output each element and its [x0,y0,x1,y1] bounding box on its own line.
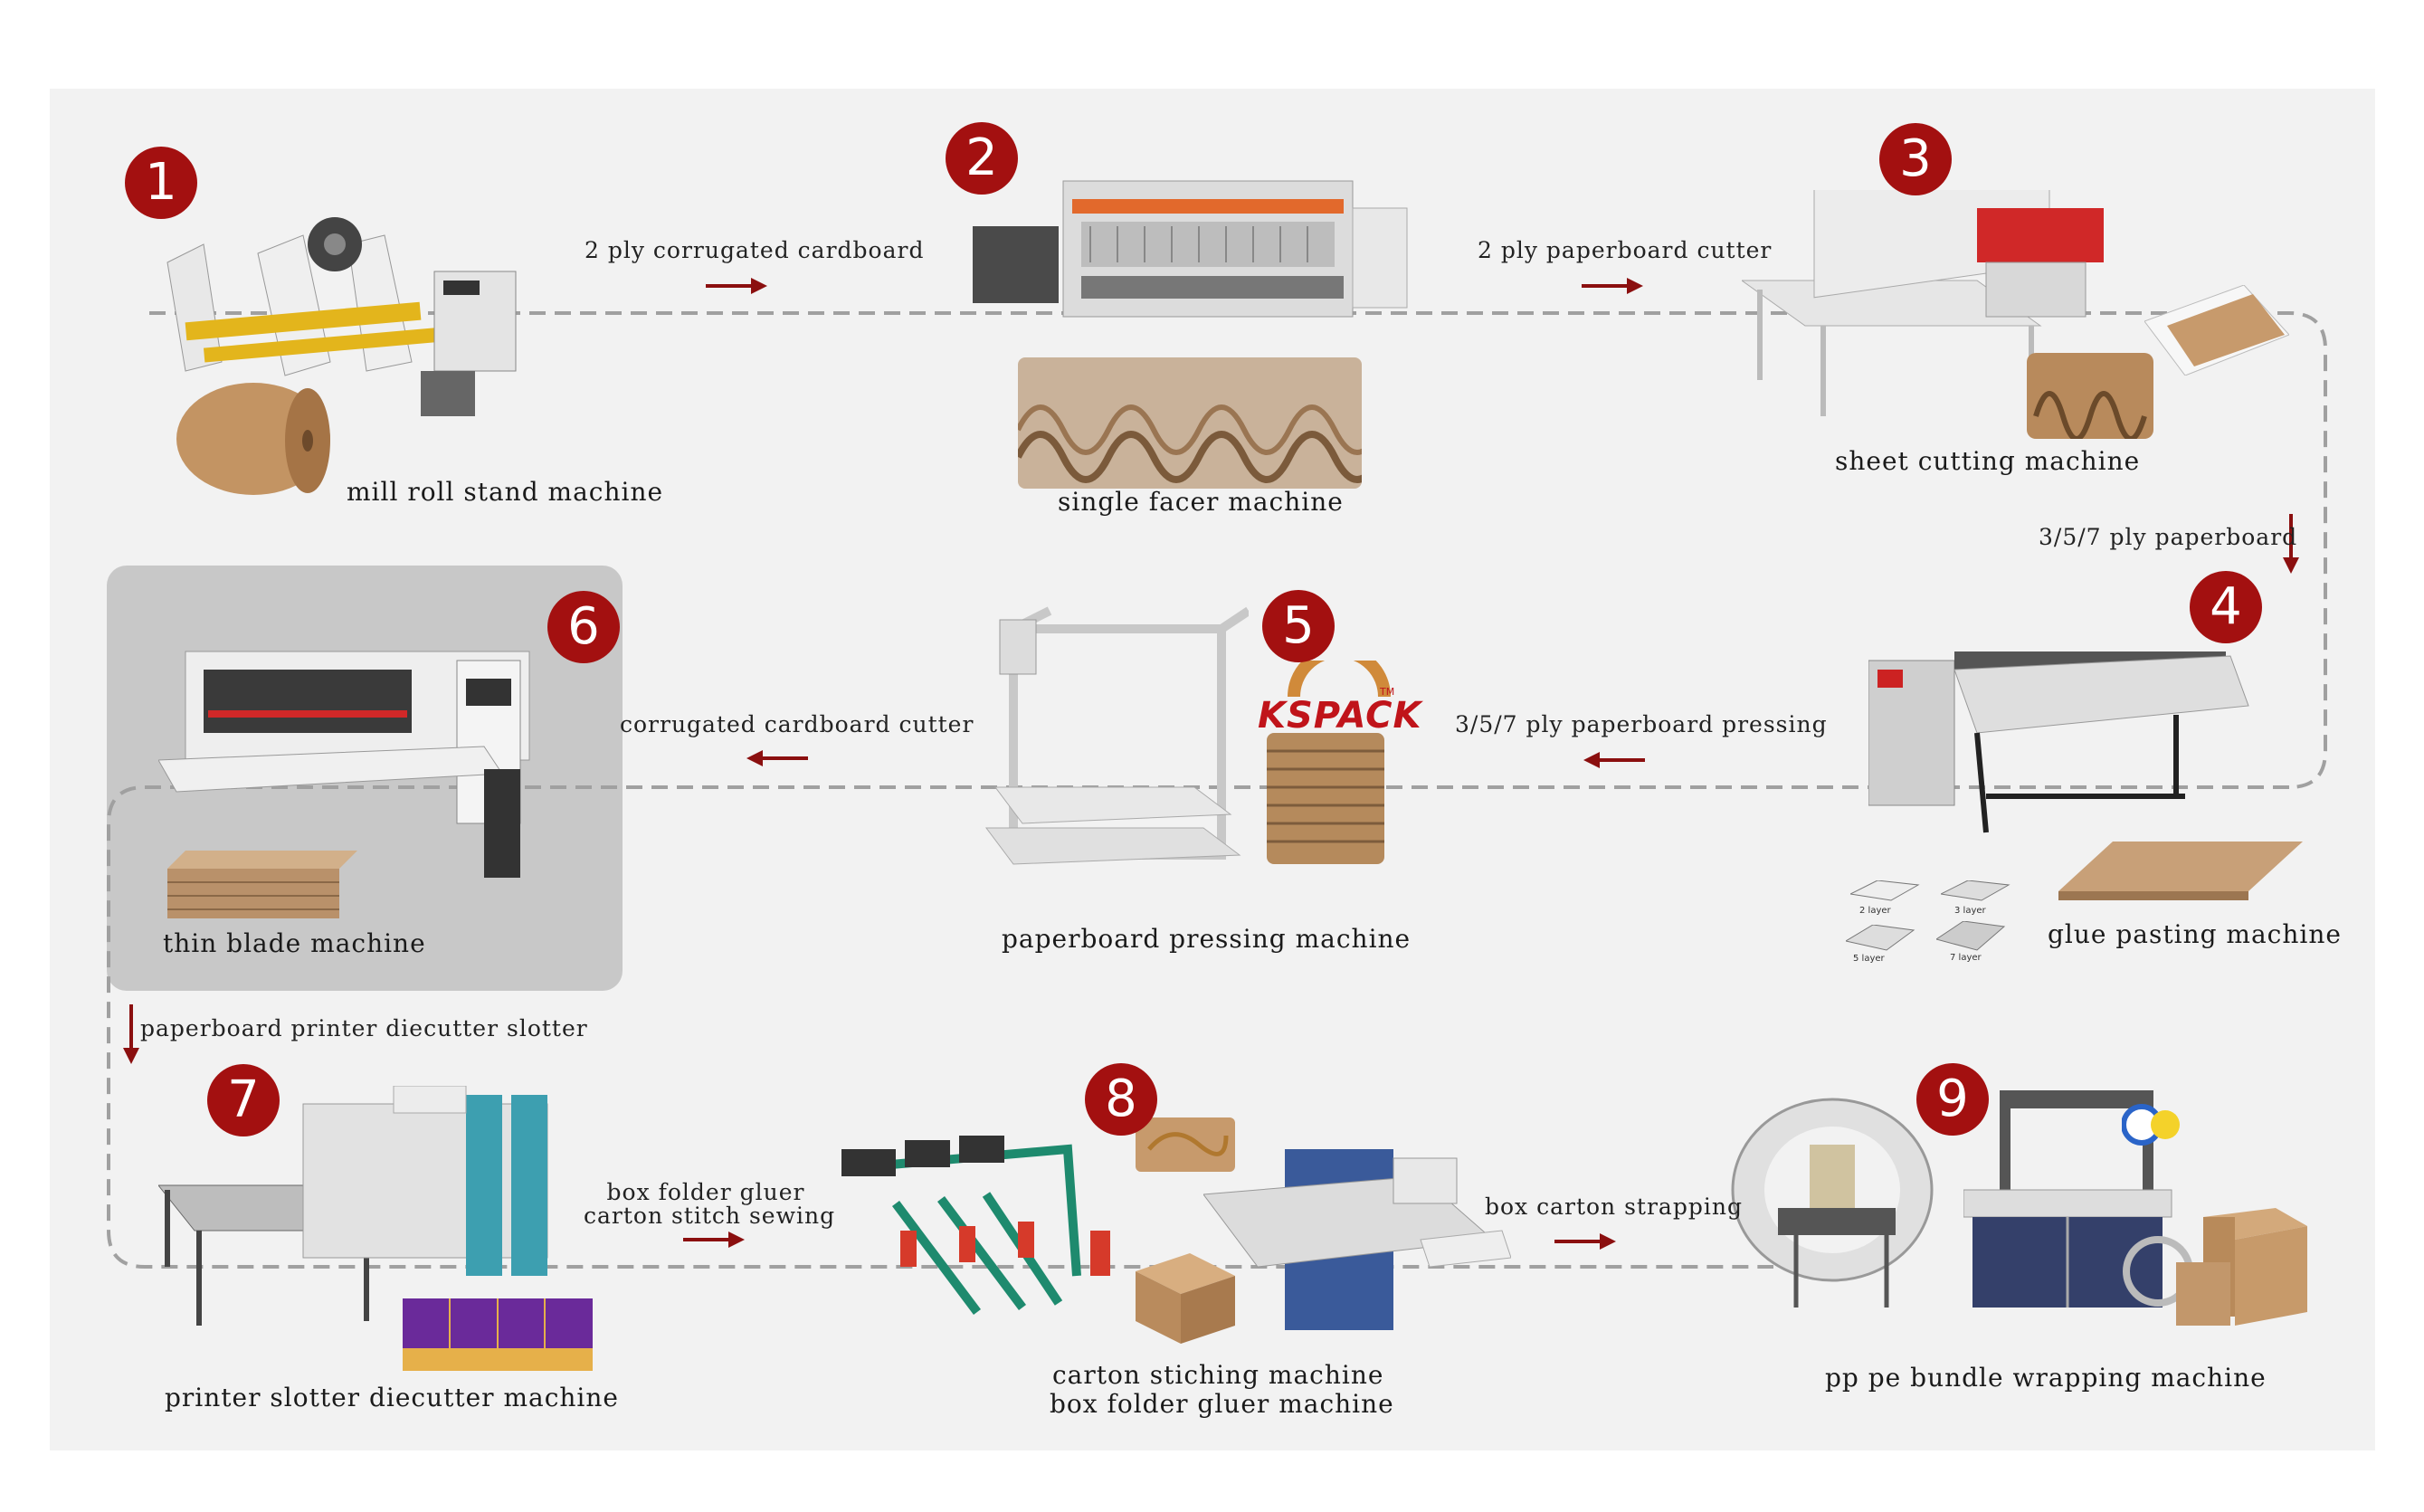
glued-board-illustration [2058,842,2303,900]
single-facer-illustration [973,180,1408,318]
strapping-machine-illustration [1963,1090,2193,1308]
carton-stitcher-illustration [841,1136,1110,1315]
step-5-label: paperboard pressing machine [1002,924,1412,954]
paper-roll-illustration [176,383,330,495]
stacked-board-illustration [1267,733,1384,864]
row2-dashed-line [107,785,2289,1269]
paperboard-press-illustration [985,606,1249,865]
step-8-number: 8 [1085,1063,1157,1136]
step-8-label-line1: carton stiching machine [1052,1360,1384,1390]
flow-label-2: 2 ply paperboard cutter [1478,237,1773,263]
layer-5-label: 5 layer [1853,954,1885,964]
flow-label-6: paperboard printer diecutter slotter [140,1015,588,1041]
flow-label-7-line1: box folder gluer [606,1179,805,1205]
step-4-number: 4 [2190,571,2262,643]
step-5-number: 5 [1262,590,1335,662]
arrow-down-3 [2283,514,2299,574]
step-8-label-line2: box folder gluer machine [1050,1389,1394,1419]
cut-board-stack-illustration [167,851,357,918]
step-7-label: printer slotter diecutter machine [165,1383,619,1412]
step-9-label: pp pe bundle wrapping machine [1825,1363,2267,1393]
layer-sample-5 [1846,925,1915,951]
flow-label-7-line2: carton stitch sewing [584,1203,836,1229]
mill-roll-stand-illustration [166,217,517,416]
step-2-number: 2 [946,122,1018,195]
flow-label-8: box carton strapping [1485,1193,1743,1220]
kspack-logo: KSPACK [1258,695,1422,737]
arrow-left-5 [746,750,808,766]
step-3-number: 3 [1879,123,1952,195]
carton-boxes-illustration [1136,1253,1235,1344]
layer-2-label: 2 layer [1859,906,1891,916]
glue-pasting-illustration [1868,651,2249,833]
corrugated-roll-sample-illustration [2027,353,2153,439]
arrow-right-1 [706,278,767,294]
flow-label-7: box folder gluer carton stitch sewing [584,1179,836,1229]
step-1-label: mill roll stand machine [347,477,664,507]
stitch-sample-illustration [1136,1117,1235,1172]
flow-label-3: 3/5/7 ply paperboard [2039,524,2298,550]
row1-dashed-line [149,311,2327,789]
layer-sample-2 [1850,880,1920,901]
arrow-left-4 [1583,752,1645,768]
corrugated-sample-illustration [1018,357,1362,489]
arrow-right-2 [1582,278,1643,294]
arrow-right-7 [683,1231,745,1248]
layer-sample-7 [1936,921,2006,951]
step-2-label: single facer machine [1058,487,1344,517]
printed-boxes-illustration [403,1298,593,1371]
trademark-mark: TM [1380,686,1395,698]
paperboard-sheets-illustration [2144,285,2289,376]
bundled-boxes-illustration [2176,1208,2307,1326]
step-9-number: 9 [1916,1063,1989,1136]
step-7-number: 7 [207,1064,280,1136]
step-3-label: sheet cutting machine [1835,446,2141,476]
strap-roll-illustration [2122,1104,2180,1146]
wrapping-machine-illustration [1731,1098,1934,1308]
folder-gluer-illustration [1203,1149,1511,1330]
flow-label-4: 3/5/7 ply paperboard pressing [1455,711,1828,737]
printer-slotter-illustration [158,1086,548,1326]
layer-3-label: 3 layer [1954,906,1986,916]
arrow-down-6 [123,1004,139,1064]
layer-7-label: 7 layer [1950,953,1982,963]
arrow-right-8 [1554,1233,1616,1250]
thin-blade-illustration [158,651,530,878]
sheet-cutting-illustration [1742,190,2104,416]
step-1-number: 1 [125,147,197,219]
flow-label-5: corrugated cardboard cutter [620,711,974,737]
flow-label-1: 2 ply corrugated cardboard [585,237,925,263]
layer-sample-3 [1941,880,2010,901]
step-4-label: glue pasting machine [2048,919,2342,949]
kspack-gear-icon [1288,661,1391,697]
step-6-number: 6 [547,591,620,663]
step-6-label: thin blade machine [163,928,426,958]
